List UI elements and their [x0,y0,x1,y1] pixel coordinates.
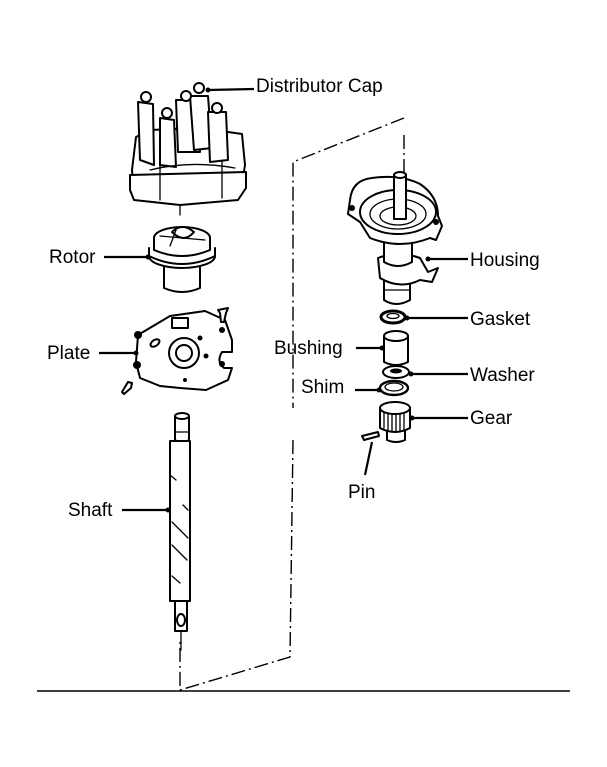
shim-part [378,379,410,397]
rotor-callout: Rotor [49,247,151,268]
leader-arrowhead [376,387,382,393]
bushing-part [383,330,409,366]
label-gear: Gear [470,408,513,429]
housing-callout: Housing [425,250,540,271]
leader-arrowhead [133,350,139,356]
pin-callout: Pin [348,441,375,503]
label-plate: Plate [47,343,90,364]
washer-part [382,365,410,379]
leader-arrowhead [145,254,151,260]
distributor-cap-callout: Distributor Cap [205,76,383,97]
label-housing: Housing [470,250,540,271]
gear-part [379,401,411,443]
shaft-part [169,412,191,651]
leader-arrowhead [425,256,431,262]
pin-part [361,431,380,441]
label-shaft: Shaft [68,500,113,521]
leader-arrowhead [165,507,171,513]
leader-arrowhead [379,345,385,351]
shaft-callout: Shaft [68,500,171,521]
leader-arrowhead [409,415,415,421]
gear-callout: Gear [409,408,513,429]
gasket-callout: Gasket [404,309,531,330]
rotor-part [148,226,216,293]
distributor-cap-part [129,82,247,216]
plate-part [121,307,233,395]
label-shim: Shim [301,377,344,398]
housing-part [347,171,443,305]
bushing-callout: Bushing [274,338,385,359]
label-gasket: Gasket [470,309,531,330]
assembly-centerline [179,117,405,691]
label-rotor: Rotor [49,247,96,268]
gasket-part [379,309,407,325]
label-distributor-cap: Distributor Cap [256,76,383,97]
label-pin: Pin [348,482,375,503]
label-bushing: Bushing [274,338,343,359]
leader-arrowhead [404,315,410,321]
leader-arrowhead [205,87,211,93]
leader-arrowhead [408,371,414,377]
label-washer: Washer [470,365,535,386]
washer-callout: Washer [408,365,535,386]
shim-callout: Shim [301,377,382,398]
plate-callout: Plate [47,343,139,364]
